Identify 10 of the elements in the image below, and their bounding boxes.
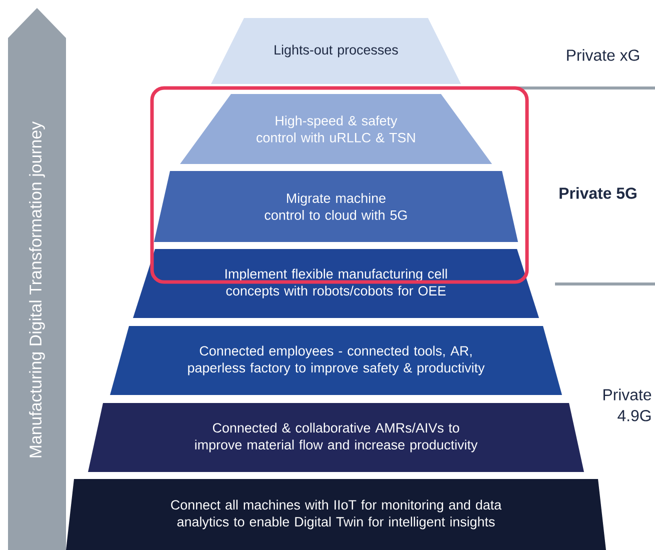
pyramid-level: Connect all machines with IIoT for monitoring and data analytics to enable Digital Twin for intelligent insights — [66, 479, 606, 550]
pyramid-level: High-speed & safety control with uRLLC & TSN — [180, 94, 492, 164]
pyramid-level: Implement flexible manufacturing cell concepts with robots/cobots for OEE — [133, 249, 539, 318]
pyramid-level: Connected & collaborative AMRs/AIVs to improve material flow and increase productivity — [88, 403, 584, 472]
network-label: Private 4.9G — [604, 388, 652, 422]
network-label: Private xG — [567, 49, 639, 61]
pyramid-level: Connected employees - connected tools, AR, paperless factory to improve safety & productivity — [110, 326, 562, 395]
network-label: Private 5G — [560, 187, 636, 199]
pyramid-level: Lights-out processes — [211, 18, 461, 84]
pyramid-level: Migrate machine control to cloud with 5G — [154, 171, 518, 242]
